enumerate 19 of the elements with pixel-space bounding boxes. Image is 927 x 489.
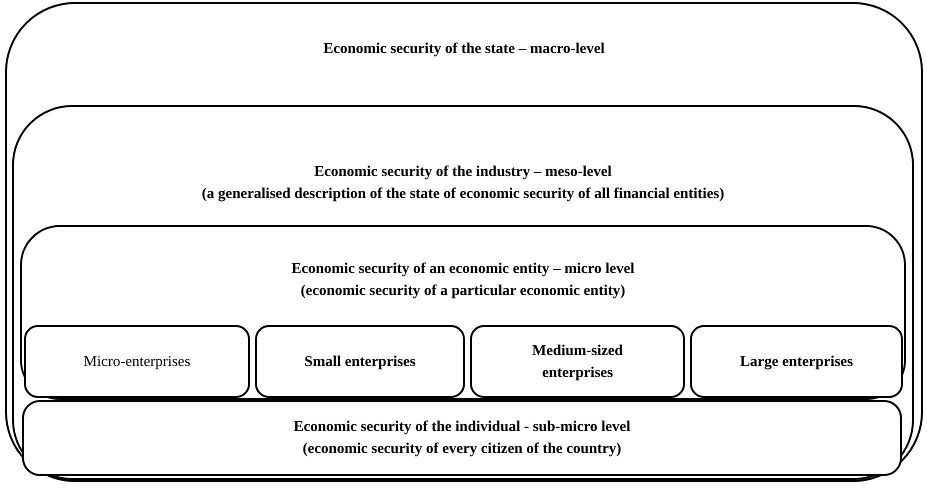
- category-box: [255, 325, 465, 398]
- panel-heading: Medium-sized enterprises: [531, 342, 624, 382]
- level-panel: [5, 2, 923, 482]
- panel-heading: Micro-enterprises: [84, 352, 190, 372]
- panel-heading: Economic security of an economic entity – micro level: [292, 260, 634, 279]
- panel-description: (a generalised description of the state of economic security of all financial entities): [202, 185, 724, 204]
- panel-heading: Economic security of the industry – meso-level: [314, 163, 612, 182]
- level-panel: [20, 225, 906, 400]
- panel-heading: Economic security of the state – macro-level: [323, 40, 605, 59]
- level-panel: [12, 105, 914, 480]
- panel-description: (economic security of a particular economic entity): [300, 282, 626, 301]
- category-box: [24, 325, 250, 398]
- category-box: [470, 325, 685, 398]
- category-box: [22, 400, 902, 476]
- category-box: [690, 325, 903, 398]
- panel-heading: Economic security of the individual - sub-micro level: [294, 418, 630, 437]
- panel-heading: Small enterprises: [304, 352, 416, 372]
- panel-heading: Large enterprises: [740, 352, 853, 372]
- panel-description: (economic security of every citizen of the country): [302, 440, 622, 459]
